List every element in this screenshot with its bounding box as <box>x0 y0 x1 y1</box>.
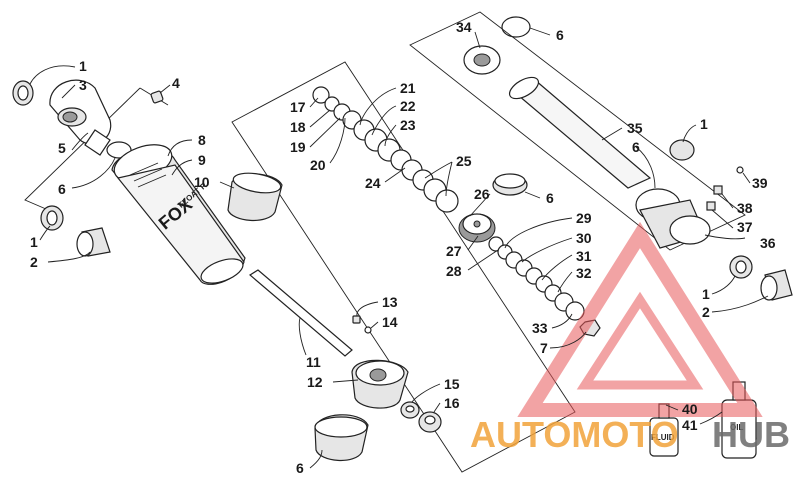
reservoir-cap <box>463 45 501 75</box>
callout-33: 33 <box>532 320 548 336</box>
callout-24: 24 <box>365 175 381 191</box>
callout-5: 5 <box>58 140 66 156</box>
callout-41: 41 <box>682 417 698 433</box>
callout-15: 15 <box>444 376 460 392</box>
callout-40: 40 <box>682 401 698 417</box>
callout-21: 21 <box>400 80 416 96</box>
callout-26: 26 <box>474 186 490 202</box>
callout-13: 13 <box>382 294 398 310</box>
watermark-text-hub: HUB <box>712 414 790 455</box>
watermark-logo: AUTOMOTO HUB <box>470 221 790 455</box>
spacer-right <box>760 269 793 301</box>
bushing-right <box>729 255 753 279</box>
callout-3: 3 <box>79 77 87 93</box>
callout-1: 1 <box>700 116 708 132</box>
spacer-left <box>76 227 111 257</box>
eyelet-cap <box>49 79 112 156</box>
callout-20: 20 <box>310 157 326 173</box>
lower-eyelet <box>351 359 409 409</box>
callout-10: 10 <box>194 174 210 190</box>
oil-bottle-label: OIL <box>730 423 743 432</box>
watermark-text-automoto: AUTOMOTO <box>470 414 679 455</box>
callout-29: 29 <box>576 210 592 226</box>
callout-32: 32 <box>576 265 592 281</box>
sleeve-ring <box>227 172 283 221</box>
callout-8: 8 <box>198 132 206 148</box>
small-fitting-13 <box>352 315 372 334</box>
callout-6: 6 <box>632 139 640 155</box>
callout-22: 22 <box>400 98 416 114</box>
callout-1: 1 <box>30 234 38 250</box>
callout-1: 1 <box>79 58 87 74</box>
callout-34: 34 <box>456 19 472 35</box>
reservoir-assembly-frame <box>409 11 746 251</box>
callout-2: 2 <box>702 304 710 320</box>
shaft <box>248 269 353 357</box>
callout-38: 38 <box>737 200 753 216</box>
callout-6: 6 <box>556 27 564 43</box>
callout-37: 37 <box>737 219 753 235</box>
callout-16: 16 <box>444 395 460 411</box>
callout-6: 6 <box>296 460 304 476</box>
bushing-left-top <box>12 80 34 106</box>
leader-lines <box>29 27 769 469</box>
callout-30: 30 <box>576 230 592 246</box>
shock-body <box>111 144 246 285</box>
callout-27: 27 <box>446 243 462 259</box>
callout-36: 36 <box>760 235 776 251</box>
bleed-screw <box>150 90 164 104</box>
callout-19: 19 <box>290 139 306 155</box>
callout-12: 12 <box>307 374 323 390</box>
callout-25: 25 <box>456 153 472 169</box>
callout-23: 23 <box>400 117 416 133</box>
callout-4: 4 <box>172 75 180 91</box>
fluid-bottle-label: FLUID <box>651 433 675 442</box>
callout-35: 35 <box>627 120 643 136</box>
callout-17: 17 <box>290 99 306 115</box>
callout-7: 7 <box>540 340 548 356</box>
rebound-stack <box>488 236 585 321</box>
callout-28: 28 <box>446 263 462 279</box>
o-ring-34 <box>501 16 531 38</box>
callout-31: 31 <box>576 248 592 264</box>
callout-6: 6 <box>546 190 554 206</box>
callout-14: 14 <box>382 314 398 330</box>
callout-18: 18 <box>290 119 306 135</box>
callout-labels: 1 3 4 5 6 1 2 8 9 10 17 18 19 20 21 22 2… <box>30 19 776 476</box>
callout-1: 1 <box>702 286 710 302</box>
callout-9: 9 <box>198 152 206 168</box>
shim-stack <box>312 86 459 213</box>
o-ring-upper <box>106 141 132 159</box>
callout-39: 39 <box>752 175 768 191</box>
callout-11: 11 <box>306 354 321 370</box>
callout-6: 6 <box>58 181 66 197</box>
bushing-left-bottom <box>40 205 64 231</box>
reservoir-tube <box>508 76 652 189</box>
sleeve-ring-bottom <box>314 414 369 461</box>
callout-2: 2 <box>30 254 38 270</box>
spacer-16 <box>418 411 442 433</box>
piston <box>458 213 496 243</box>
reservoir-end <box>635 139 711 249</box>
bushing-15 <box>400 401 420 419</box>
fittings-37-39 <box>706 166 744 211</box>
seal-ring-26 <box>492 173 528 196</box>
